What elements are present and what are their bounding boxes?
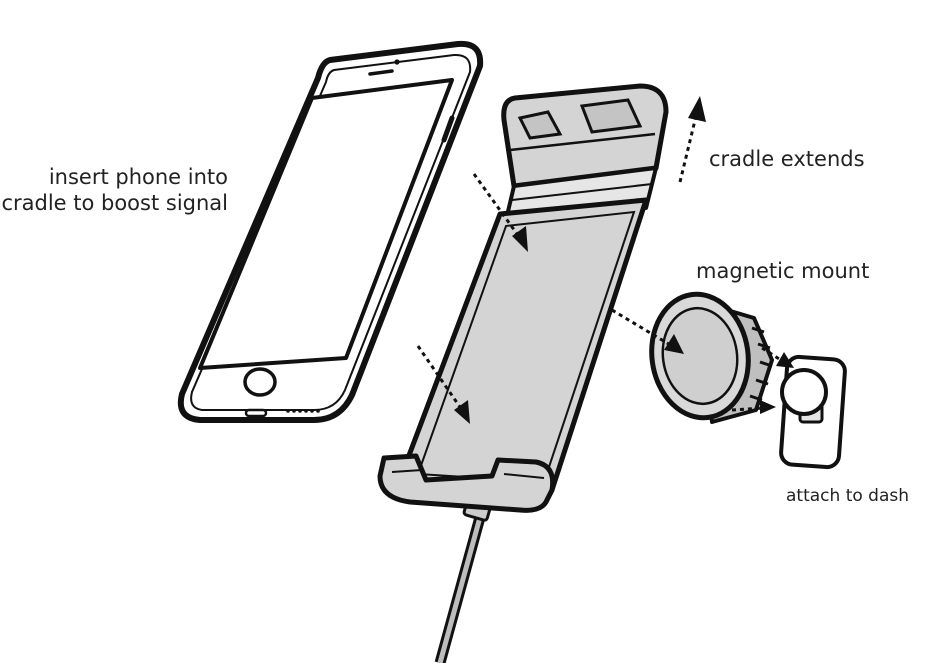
arrow-cradle-to-mount xyxy=(611,308,673,348)
phone-speaker-holes xyxy=(286,409,320,413)
dash-plate xyxy=(779,354,847,470)
label-insert-phone: insert phone into cradle to boost signal xyxy=(1,164,228,217)
arrow-insert-top xyxy=(472,173,522,239)
phone-inner-edge xyxy=(190,53,472,411)
magnetic-mount xyxy=(649,291,774,424)
arrow-insert-bottom xyxy=(416,345,464,411)
phone-charge-port xyxy=(244,408,268,418)
label-cradle-extends: cradle extends xyxy=(709,147,865,171)
cradle-bottom-lip xyxy=(377,453,556,513)
dash-ball-joint xyxy=(780,368,828,416)
label-magnetic-mount: magnetic mount xyxy=(696,259,870,283)
label-attach-to-dash: attach to dash xyxy=(786,486,910,506)
arrow-cradle-extends xyxy=(678,111,699,183)
direction-arrows xyxy=(416,111,785,412)
phone-side-button xyxy=(441,115,455,143)
arrow-mount-to-dash-bottom xyxy=(731,406,765,412)
label-insert-phone-line1: insert phone into xyxy=(48,165,228,189)
phone-home-button xyxy=(243,367,277,397)
label-insert-phone-line2: cradle to boost signal xyxy=(1,191,228,216)
phone-earpiece xyxy=(368,69,394,76)
phone-screen xyxy=(198,78,454,370)
phone-camera xyxy=(394,59,400,65)
charging-cable xyxy=(434,492,494,663)
phone xyxy=(177,40,484,423)
arrow-heads xyxy=(454,96,794,424)
cradle xyxy=(377,83,669,513)
mount-disc-inner xyxy=(661,306,739,406)
